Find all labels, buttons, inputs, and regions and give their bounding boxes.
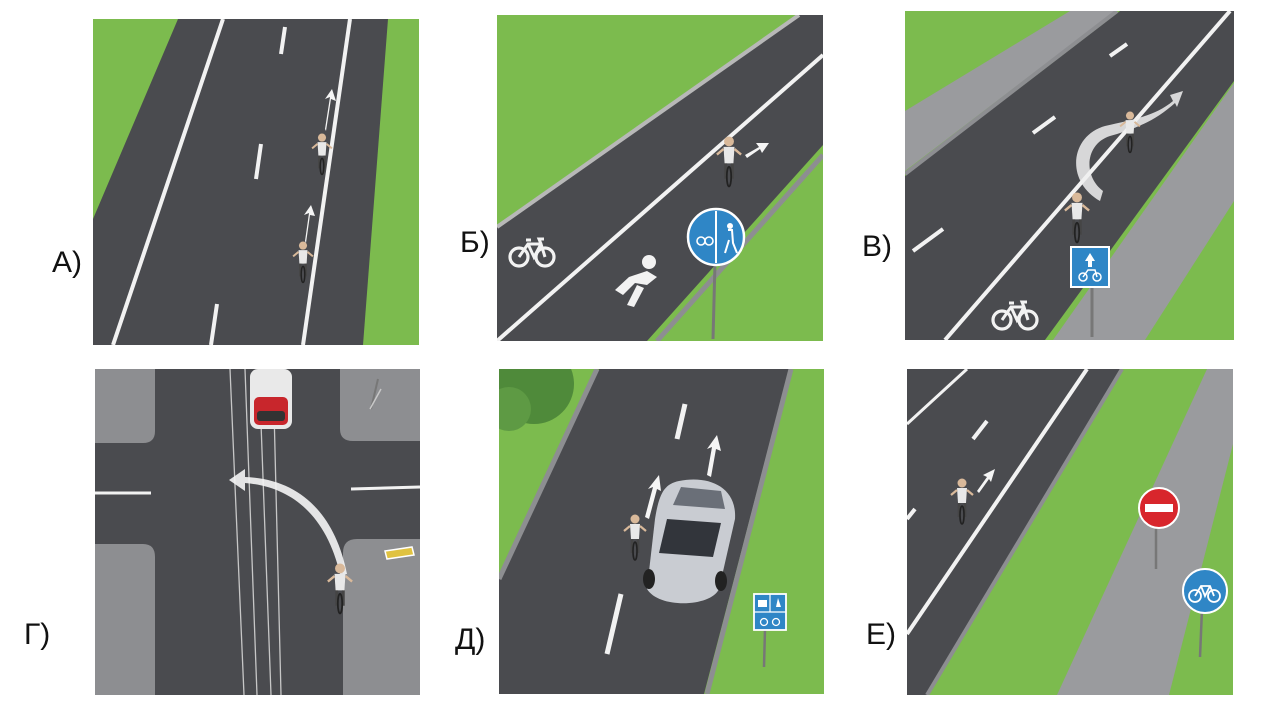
label-a: А) [52,246,82,279]
pedestrian-road-marking-icon [615,255,657,307]
direction-arrow-icon [707,435,721,477]
no-entry-sign-icon [1138,487,1180,529]
scene-a [93,19,419,345]
direction-arrow-icon [1076,91,1183,201]
direction-arrow-icon [304,205,315,243]
bicycle-lane-sign-icon [1070,246,1110,288]
label-d: Д) [455,623,486,656]
car-icon [643,479,736,604]
direction-arrow-icon [229,469,347,574]
direction-arrow-icon [745,143,769,158]
bicycle-path-sign-icon [1182,568,1228,614]
label-v: В) [862,230,892,263]
direction-arrow-icon [645,475,661,519]
label-e: Е) [866,618,896,651]
direction-arrow-icon [977,469,995,493]
scene-v [905,11,1234,340]
scene-d [499,369,824,694]
tram-icon [250,369,292,429]
direction-arrow-icon [325,89,336,131]
label-b: Б) [460,226,490,259]
bicycle-pedestrian-sign-icon [686,207,746,267]
bicycle-path-sign-icon [753,593,787,631]
label-g: Г) [24,618,51,651]
scene-e [907,369,1233,695]
scene-b [497,15,823,341]
scene-g [95,369,420,695]
